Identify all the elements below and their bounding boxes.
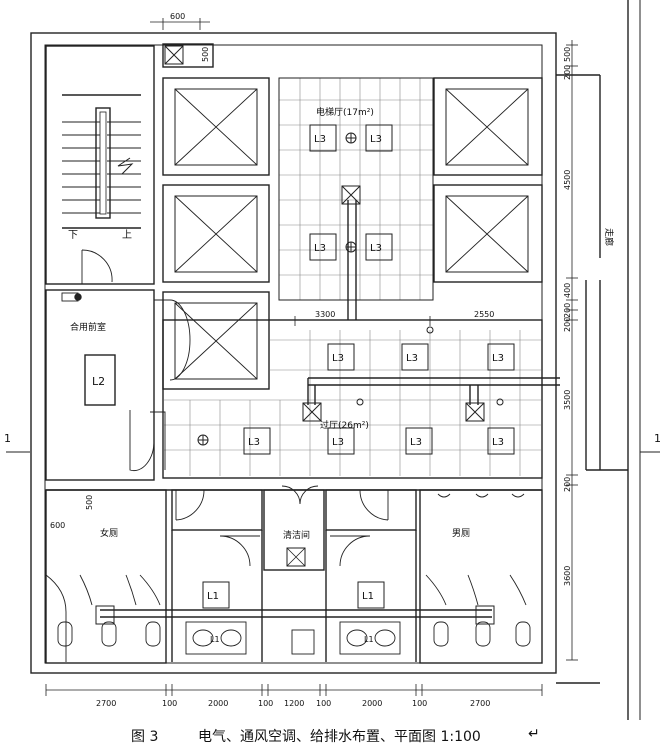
fixture-l3 (243, 124, 515, 455)
l3-label: L3 (410, 437, 422, 448)
l3-label: L3 (370, 134, 382, 145)
elevator-shaft (162, 291, 270, 390)
outer-wall (30, 32, 557, 674)
figure-number: 图 3 (131, 729, 159, 745)
dim-right: 4500 (563, 170, 572, 190)
section-mark-left: 1 (4, 432, 11, 445)
l3-label: L3 (492, 353, 504, 364)
label-elevator-hall: 电梯厅(17m²) (316, 106, 374, 118)
dim-top-500: 500 (201, 47, 210, 62)
dim-right: 3500 (563, 390, 572, 410)
figure-title: 电气、通风空调、给排水布置、平面图 1:100 (198, 729, 481, 745)
l1-label: L1 (210, 635, 220, 644)
label-corridor: 走廊 (603, 228, 615, 246)
male-wc (419, 489, 543, 664)
l1-label: L1 (364, 635, 374, 644)
dim-top-600: 600 (170, 12, 185, 21)
l3-label: L3 (406, 353, 418, 364)
label-lobby: 过厅(26m²) (320, 419, 369, 431)
dim-right: 200 (563, 65, 572, 80)
dim-right: 200 (563, 477, 572, 492)
l3-label: L3 (314, 134, 326, 145)
l3-labels: L3 L3 L3 L3 L3 L3 L3 L3 L3 L3 L3 (248, 134, 504, 448)
stairwell (45, 45, 155, 285)
elevator-shaft (433, 184, 543, 283)
dim-mid-2550: 2550 (474, 310, 494, 319)
l1-label: L1 (207, 591, 219, 602)
dim-bottom: 1200 (284, 699, 304, 708)
fixture-l1 (202, 581, 385, 609)
vent-diffuser (95, 185, 495, 625)
dim-left-500: 500 (85, 495, 94, 510)
dim-bottom: 100 (162, 699, 177, 708)
l3-label: L3 (332, 353, 344, 364)
female-wc (45, 489, 167, 664)
top-shaft (162, 43, 214, 68)
dim-right: 200 (563, 317, 572, 332)
label-stair-down: 下 (68, 230, 78, 241)
label-male-wc: 男厕 (452, 528, 470, 539)
section-mark-right: 1 (654, 432, 661, 445)
smoke-detector (197, 132, 504, 446)
elevator-shaft (162, 77, 270, 176)
dim-right: 3600 (563, 566, 572, 586)
label-female-wc: 女厕 (100, 527, 118, 539)
dim-right: 400 (563, 283, 572, 298)
label-cleaning: 清洁间 (283, 529, 310, 541)
fixture-l2 (84, 354, 116, 406)
l3-label: L3 (492, 437, 504, 448)
floor-plan-drawing: 电梯厅(17m²) 过厅(26m²) 合用前室 走廊 女厕 男厕 清洁间 下 上… (4, 0, 661, 720)
l1-label: L1 (362, 591, 374, 602)
dim-right: 500 (563, 47, 572, 62)
label-stair-up: 上 (122, 229, 132, 241)
return-mark: ↵ (528, 726, 540, 742)
dim-bottom: 100 (258, 699, 273, 708)
l3-label: L3 (370, 243, 382, 254)
dim-bottom: 2000 (362, 699, 382, 708)
label-l2: L2 (92, 375, 105, 388)
dim-bottom: 2700 (470, 699, 490, 708)
dim-bottom: 100 (412, 699, 427, 708)
dim-bottom: 2700 (96, 699, 116, 708)
elevator-shaft (433, 77, 543, 176)
dim-bottom: 100 (316, 699, 331, 708)
cleaning-room (263, 489, 325, 571)
vent-duct (100, 200, 560, 618)
l3-label: L3 (332, 437, 344, 448)
dim-mid-3300: 3300 (315, 310, 335, 319)
dim-right: 200 (563, 303, 572, 318)
dim-bottom: 2000 (208, 699, 228, 708)
figure-caption: 图 3 电气、通风空调、给排水布置、平面图 1:100 ↵ (0, 722, 664, 749)
elevator-shaft (162, 184, 270, 283)
storage-room (45, 289, 155, 481)
dim-left-600: 600 (50, 521, 65, 530)
l3-label: L3 (314, 243, 326, 254)
label-storage: 合用前室 (70, 321, 106, 333)
l3-label: L3 (248, 437, 260, 448)
